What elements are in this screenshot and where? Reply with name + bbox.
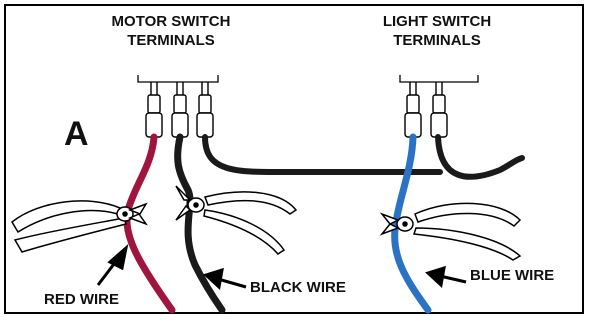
panel-letter: A bbox=[64, 115, 89, 153]
light-switch-terminals-label: LIGHT SWITCH TERMINALS bbox=[362, 12, 512, 50]
diagram-border bbox=[4, 4, 584, 314]
red-wire bbox=[123, 133, 176, 314]
black-wire-label: BLACK WIRE bbox=[250, 279, 346, 296]
motor-label-line1: MOTOR SWITCH bbox=[111, 13, 231, 30]
motor-terminal-bracket bbox=[137, 75, 219, 83]
black-wire bbox=[174, 133, 226, 314]
label-arrows bbox=[96, 243, 467, 290]
black-jumper-wire bbox=[202, 134, 443, 176]
black-return-wire bbox=[435, 134, 525, 180]
blue-wire bbox=[391, 133, 432, 314]
right-pliers bbox=[379, 202, 522, 261]
motor-switch-terminals-label: MOTOR SWITCH TERMINALS bbox=[96, 12, 246, 50]
motor-connectors bbox=[145, 82, 214, 138]
blue-wire-label: BLUE WIRE bbox=[470, 267, 555, 284]
light-connectors bbox=[404, 82, 448, 138]
light-label-line1: LIGHT SWITCH bbox=[382, 13, 492, 30]
red-wire-label: RED WIRE bbox=[44, 291, 119, 308]
light-label-line2: TERMINALS bbox=[393, 32, 481, 49]
motor-label-line2: TERMINALS bbox=[127, 32, 215, 49]
left-pliers bbox=[11, 200, 149, 253]
middle-pliers bbox=[175, 185, 298, 255]
light-terminal-bracket bbox=[399, 75, 479, 83]
